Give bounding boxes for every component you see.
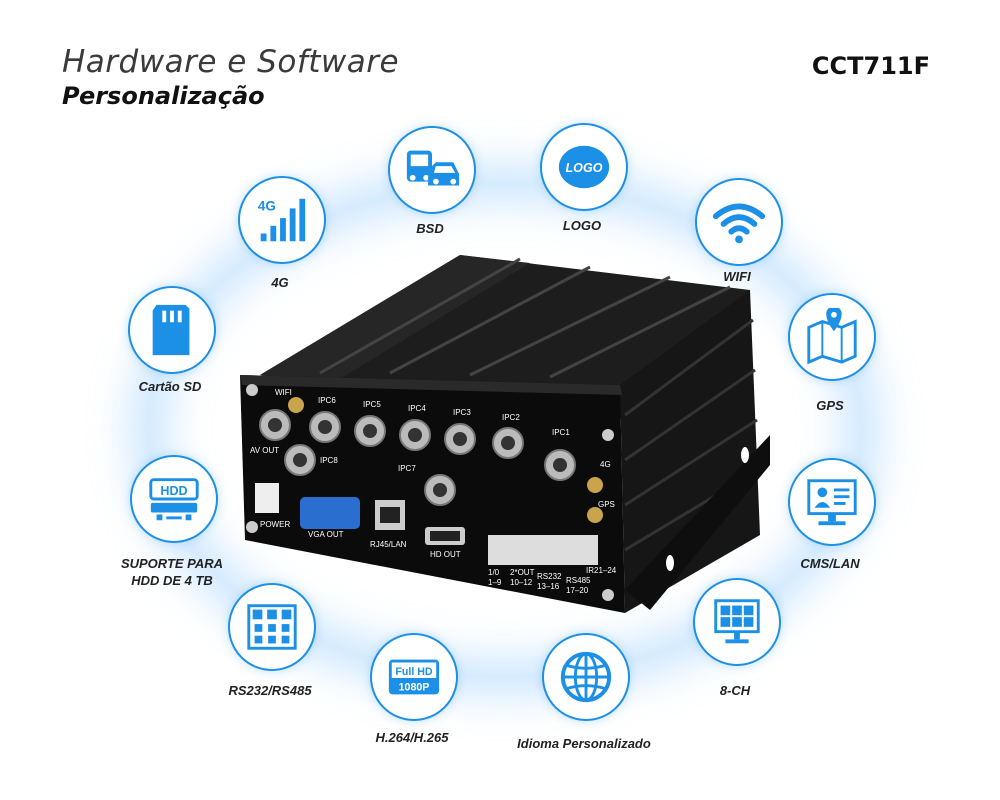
page-subtitle: Personalização — [62, 82, 265, 110]
connector-grid-icon — [247, 604, 297, 650]
feature-wifi-label: WIFI — [723, 269, 751, 284]
feature-rs232-label: RS232/RS485 — [228, 683, 312, 698]
feature-bsd-label: BSD — [416, 221, 444, 236]
feature-cms-label: CMS/LAN — [800, 556, 860, 571]
port-label-power: POWER — [260, 520, 290, 529]
globe-icon — [560, 651, 612, 703]
port-label-io3: RS232 — [537, 572, 562, 581]
feature-sd-label: Cartão SD — [138, 379, 202, 394]
hdd-icon: HDD — [149, 478, 199, 521]
grid-monitor-icon — [714, 599, 760, 644]
port-label-vga: VGA OUT — [308, 530, 344, 539]
feature-8ch-circle — [693, 578, 781, 666]
bsd-vehicle-icon — [406, 150, 460, 186]
feature-bsd-circle — [388, 126, 476, 214]
feature-cms-circle — [788, 458, 876, 546]
feature-sd-circle — [128, 286, 216, 374]
feature-rs232-circle — [228, 583, 316, 671]
feature-h264-circle: Full HD 1080P — [370, 633, 458, 721]
feature-hdd-label: SUPORTE PARA HDD DE 4 TB — [121, 555, 223, 589]
map-pin-icon — [807, 308, 857, 365]
port-label-wifi: WIFI — [275, 388, 292, 397]
feature-wifi-circle — [695, 178, 783, 266]
wifi-icon — [712, 203, 766, 244]
icon-text-1080p: 1080P — [399, 682, 430, 694]
port-label-io2b: 10–12 — [510, 578, 533, 587]
feature-logo-label: LOGO — [562, 218, 602, 233]
feature-h264-label: H.264/H.265 — [375, 730, 449, 745]
feature-language-circle — [542, 633, 630, 721]
port-label-ipc4: IPC4 — [408, 404, 426, 413]
port-label-ipc7: IPC7 — [398, 464, 416, 473]
feature-hdd-label-line2: HDD DE 4 TB — [131, 573, 213, 588]
port-label-avout: AV OUT — [250, 446, 279, 455]
icon-text-logo: LOGO — [566, 161, 603, 175]
port-label-ipc6: IPC6 — [318, 396, 336, 405]
feature-hdd-circle: HDD — [130, 455, 218, 543]
fullhd-icon: Full HD 1080P — [388, 659, 440, 695]
port-label-rj45: RJ45/LAN — [370, 540, 407, 549]
feature-gps-label: GPS — [816, 398, 844, 413]
port-label-hdout: HD OUT — [430, 550, 461, 559]
sd-card-icon — [152, 304, 190, 356]
page-title: Hardware e Software — [62, 44, 400, 80]
port-label-ipc1: IPC1 — [552, 428, 570, 437]
port-label-io2: 2*OUT — [510, 568, 535, 577]
feature-logo-circle: LOGO — [540, 123, 628, 211]
port-label-ipc5: IPC5 — [363, 400, 381, 409]
logo-badge-icon: LOGO — [558, 145, 610, 189]
port-label-io4b: 17–20 — [566, 586, 589, 595]
dvr-device-image: WIFI IPC6 IPC5 IPC4 IPC3 IPC2 IPC1 AV OU… — [240, 255, 770, 613]
port-label-io5: IR21–24 — [586, 566, 617, 575]
port-label-io4: RS485 — [566, 576, 591, 585]
port-label-io3b: 13–16 — [537, 582, 560, 591]
feature-hdd-label-line1: SUPORTE PARA — [120, 556, 224, 571]
signal-4g-icon: 4G — [258, 198, 306, 242]
icon-text-4g: 4G — [258, 198, 276, 213]
feature-4g-circle: 4G — [238, 176, 326, 264]
port-label-io1: 1/0 — [488, 568, 500, 577]
port-label-ipc2: IPC2 — [502, 413, 520, 422]
port-label-gps: GPS — [598, 500, 615, 509]
port-label-io1b: 1–9 — [488, 578, 502, 587]
model-name: CCT711F — [811, 52, 930, 80]
icon-text-fullhd: Full HD — [395, 666, 433, 678]
feature-8ch-label: 8-CH — [719, 683, 751, 698]
port-label-ipc3: IPC3 — [453, 408, 471, 417]
port-label-ipc8: IPC8 — [320, 456, 338, 465]
feature-gps-circle — [788, 293, 876, 381]
feature-language-label: Idioma Personalizado — [517, 736, 651, 751]
icon-text-hdd: HDD — [160, 484, 187, 498]
monitor-user-icon — [807, 479, 857, 526]
feature-4g-label: 4G — [271, 275, 289, 290]
port-label-4g: 4G — [600, 460, 611, 469]
